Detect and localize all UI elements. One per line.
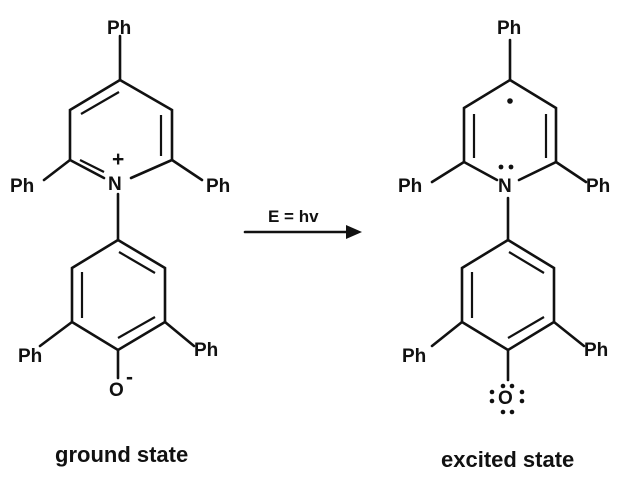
- ph-label: Ph: [586, 176, 610, 197]
- ph-label: Ph: [402, 346, 426, 367]
- ph-label: Ph: [206, 176, 230, 197]
- oxygen-atom: O: [498, 388, 513, 409]
- ground-state-molecule: Ph Ph Ph Ph Ph N + O - ground state: [10, 18, 230, 467]
- reaction-arrow: E = hv: [243, 207, 362, 239]
- radical-dot: [507, 98, 513, 104]
- arrow-label: E = hv: [268, 207, 319, 226]
- excited-state-molecule: Ph Ph Ph Ph Ph N O excited state: [398, 18, 610, 472]
- ph-label: Ph: [194, 340, 218, 361]
- nitrogen-atom: N: [108, 174, 122, 195]
- positive-charge: +: [112, 148, 124, 171]
- excited-state-caption: excited state: [441, 447, 574, 472]
- ph-label: Ph: [398, 176, 422, 197]
- negative-charge: -: [126, 366, 133, 389]
- oxygen-atom: O: [109, 380, 124, 401]
- ph-label: Ph: [10, 176, 34, 197]
- ph-label: Ph: [107, 18, 131, 39]
- ph-label: Ph: [18, 346, 42, 367]
- ph-label: Ph: [584, 340, 608, 361]
- ph-label: Ph: [497, 18, 521, 39]
- nitrogen-atom: N: [498, 176, 512, 197]
- ground-state-caption: ground state: [55, 442, 188, 467]
